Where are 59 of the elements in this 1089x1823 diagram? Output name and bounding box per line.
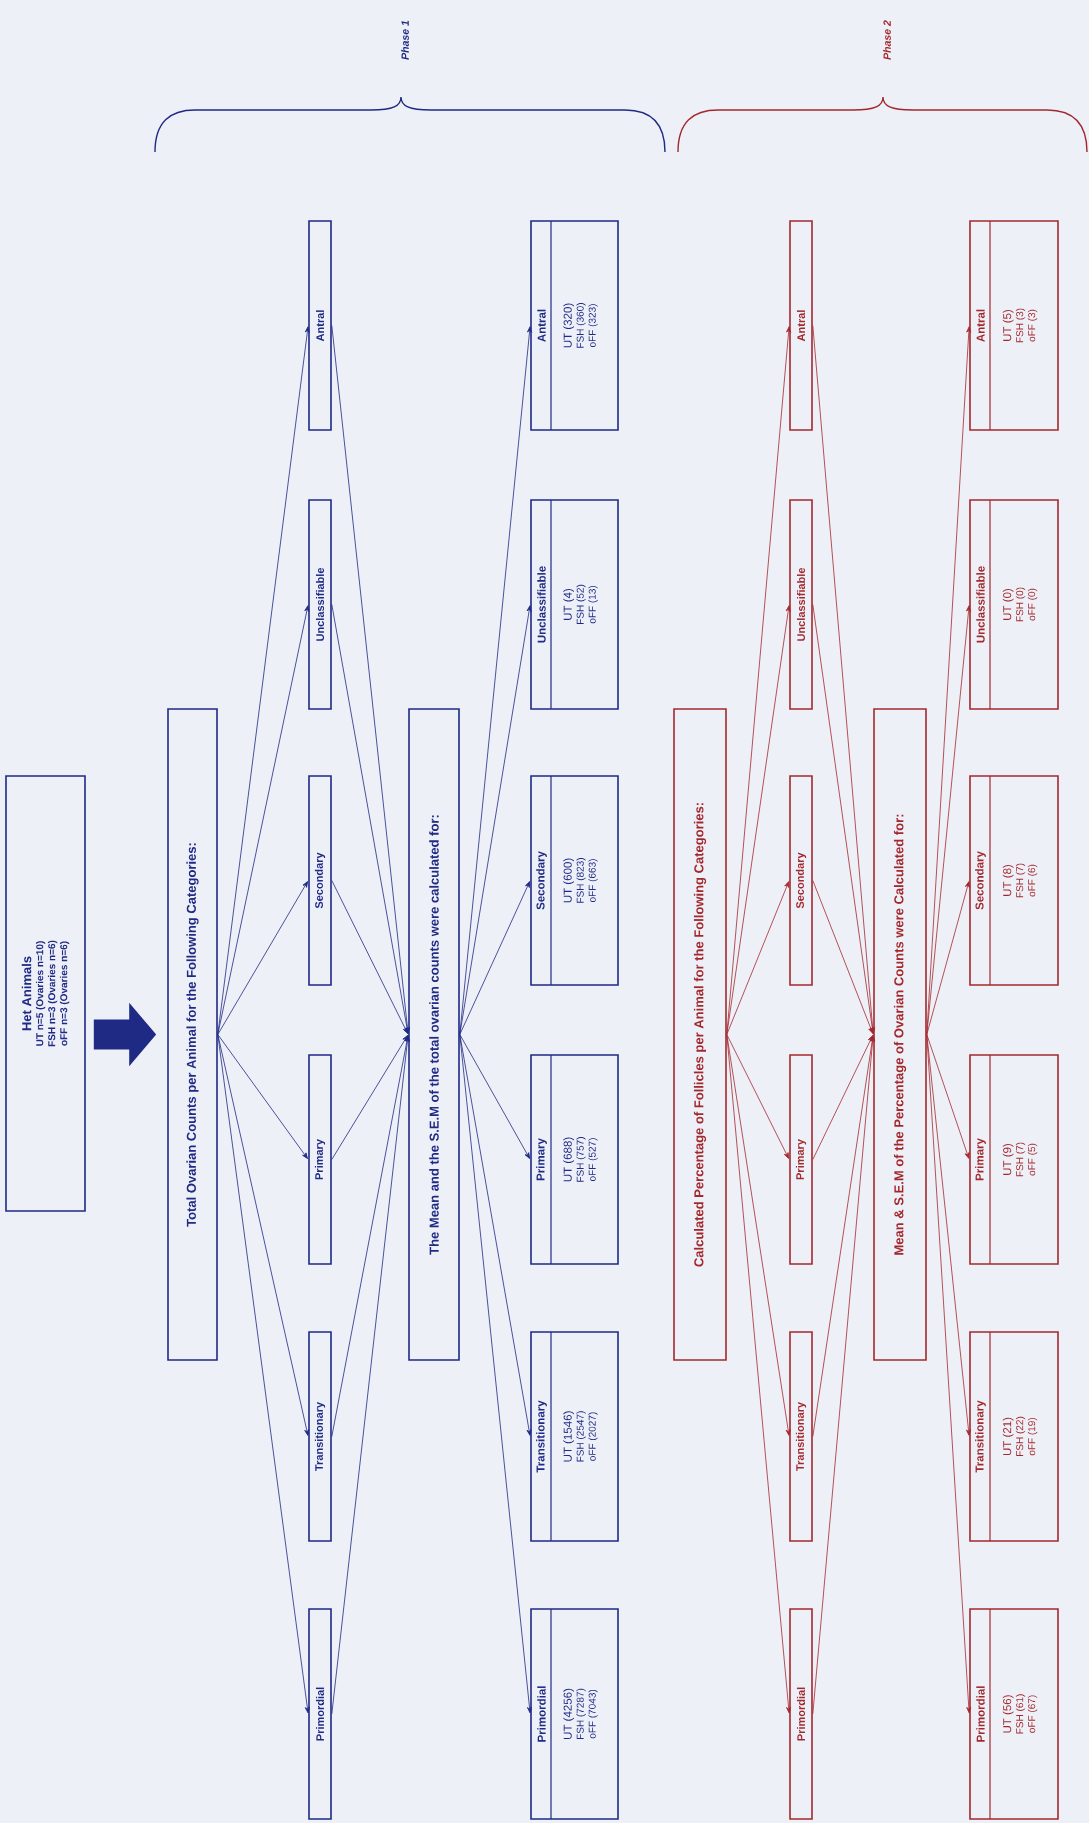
arrow	[726, 1034, 790, 1159]
category-box: Primary	[789, 1054, 813, 1265]
category-box: Secondary	[789, 775, 813, 986]
arrow	[459, 1034, 531, 1159]
category-box: Transitionary	[308, 1331, 332, 1542]
arrow	[812, 1035, 875, 1437]
arrow	[812, 1035, 874, 1160]
arrow	[459, 1034, 532, 1714]
category-box: Transitionary	[789, 1331, 813, 1542]
category-box: Antral	[789, 220, 813, 431]
arrow	[926, 1034, 970, 1159]
arrow	[926, 326, 972, 1035]
arrow	[217, 326, 310, 1035]
result-box: Primordial UT (4256) FSH (7287) oFF (7043)	[530, 1608, 619, 1820]
category-box: Antral	[308, 220, 332, 431]
arrow	[459, 1034, 532, 1436]
step-box: Mean & S.E.M of the Percentage of Ovarian Counts were Calculated for:	[873, 708, 927, 1361]
group-box: Het Animals UT n=5 (Ovaries n=10) FSH n=3 (Ovaries n=6) oFF n=3 (Ovaries n=6)	[5, 775, 86, 1212]
category-box: Primary	[308, 1054, 332, 1265]
arrow	[331, 1035, 408, 1160]
arrow	[459, 326, 533, 1035]
arrow	[331, 325, 410, 1034]
result-box: Primary UT (9) FSH (7) oFF (5)	[969, 1054, 1059, 1265]
result-box: Primary UT (688) FSH (757) oFF (527)	[530, 1054, 619, 1265]
result-box: Secondary UT (600) FSH (823) oFF (663)	[530, 775, 619, 986]
result-box: Transitionary UT (1546) FSH (2547) oFF (2027)	[530, 1331, 619, 1542]
arrow	[217, 1034, 310, 1436]
arrow	[926, 605, 972, 1035]
arrow	[217, 881, 308, 1035]
phase-label: Phase 1	[401, 20, 409, 60]
arrow	[217, 1034, 310, 1714]
category-box: Secondary	[308, 775, 332, 986]
arrow	[331, 1035, 410, 1437]
arrow	[726, 881, 790, 1035]
arrow	[812, 325, 876, 1034]
result-box: Antral UT (320) FSH (360) oFF (323)	[530, 220, 619, 431]
category-box: Primordial	[789, 1608, 813, 1820]
result-box: Unclassifiable UT (4) FSH (52) oFF (13)	[530, 499, 619, 710]
category-box: Unclassifiable	[308, 499, 332, 710]
arrow	[812, 1035, 876, 1715]
result-box: Primordial UT (56) FSH (61) oFF (67)	[969, 1608, 1059, 1820]
result-box: Transitionary UT (21) FSH (22) oFF (19)	[969, 1331, 1059, 1542]
arrow	[331, 880, 409, 1034]
arrow	[812, 880, 874, 1034]
arrow	[726, 326, 792, 1035]
arrow	[217, 1034, 308, 1159]
arrow	[726, 1034, 791, 1436]
category-box: Primordial	[308, 1608, 332, 1820]
step-box: Total Ovarian Counts per Animal for the Following Categories:	[167, 708, 218, 1361]
result-box: Antral UT (5) FSH (3) oFF (3)	[969, 220, 1059, 431]
result-box: Secondary UT (8) FSH (7) oFF (6)	[969, 775, 1059, 986]
arrow	[459, 881, 531, 1035]
arrow	[926, 1034, 971, 1436]
result-box: Unclassifiable UT (0) FSH (0) oFF (0)	[969, 499, 1059, 710]
phase-label: Phase 2	[883, 20, 891, 60]
arrow	[726, 1034, 792, 1714]
step-box: Calculated Percentage of Follicles per Animal for the Following Categories:	[673, 708, 727, 1361]
step-box: The Mean and the S.E.M of the total ovarian counts were calculated for:	[408, 708, 460, 1361]
category-box: Unclassifiable	[789, 499, 813, 710]
